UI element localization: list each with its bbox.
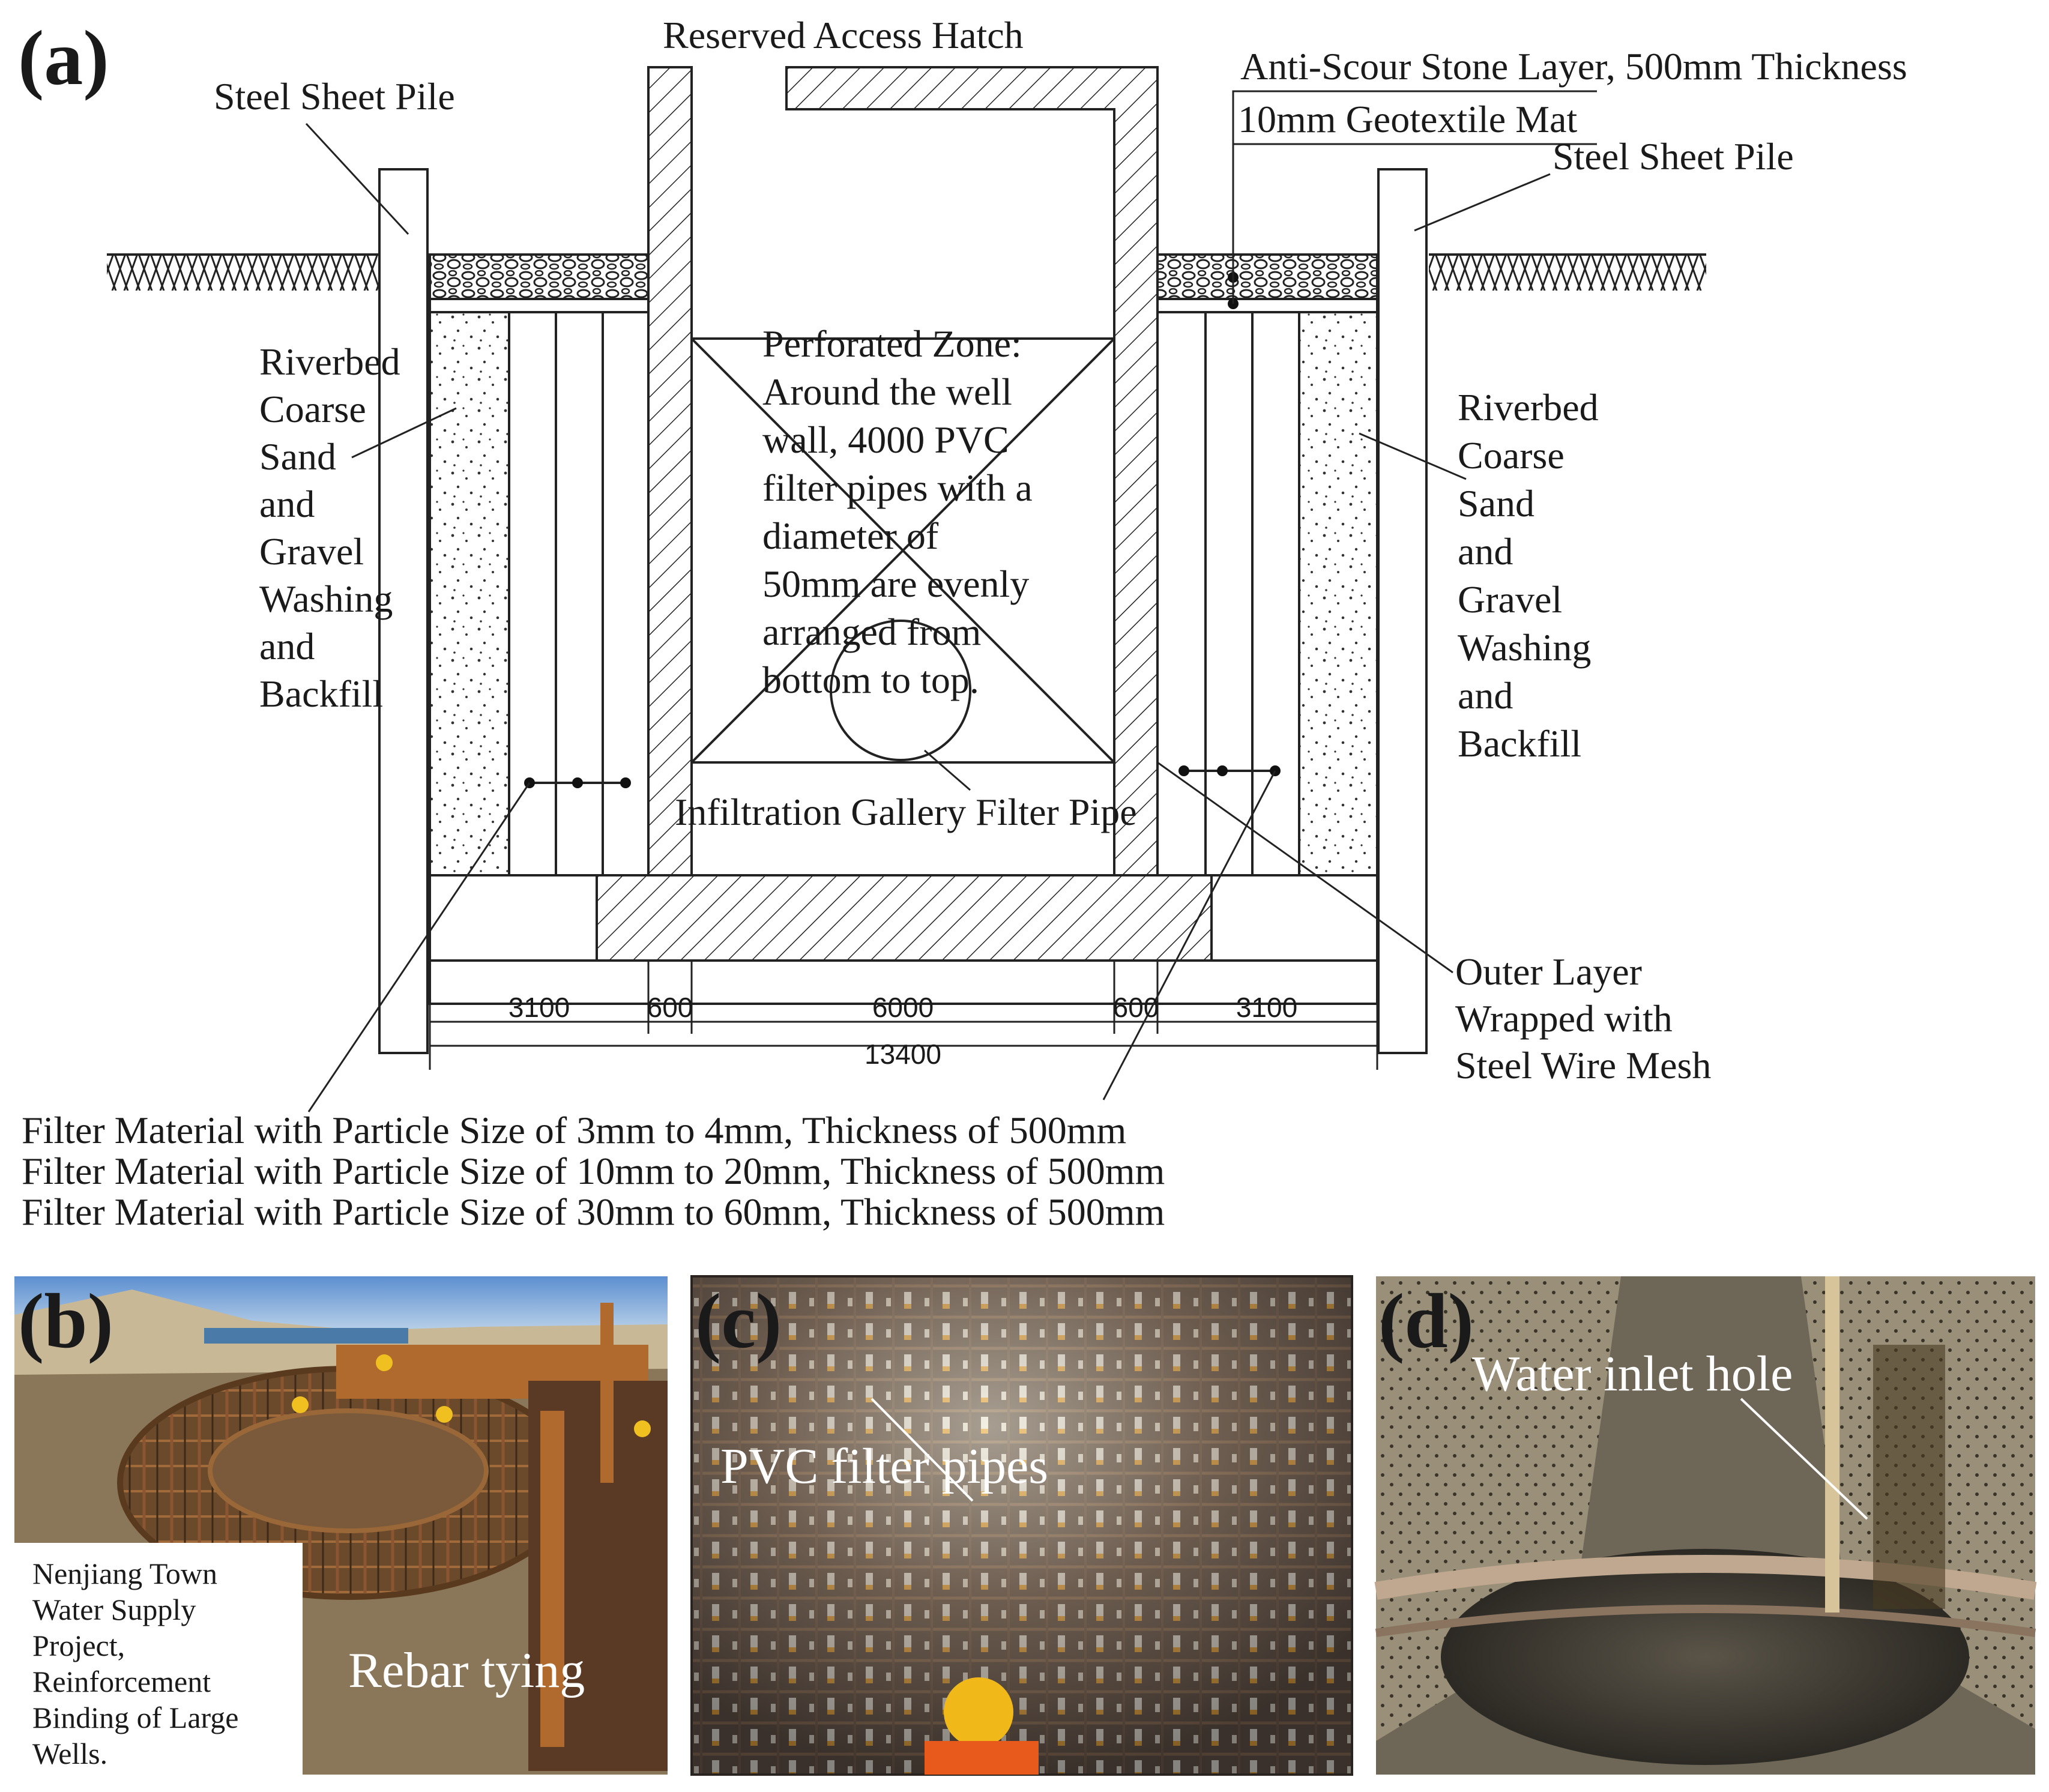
well-wall-left (647, 66, 693, 876)
anti-scour-stone-layer-left (429, 253, 650, 300)
svg-text:Wells.: Wells. (32, 1737, 107, 1770)
svg-text:and: and (1458, 530, 1513, 573)
svg-text:Water Supply: Water Supply (32, 1593, 196, 1626)
filter-material-30-60mm: Filter Material with Particle Size of 30… (22, 1190, 1165, 1233)
ground-left (107, 255, 378, 291)
svg-text:50mm are evenly: 50mm are evenly (762, 563, 1029, 605)
perforated-zone (690, 337, 1115, 764)
geotextile-mat-left (429, 298, 650, 313)
steel-sheet-pile-left (378, 168, 429, 1054)
panel-d-letter: (d) (1378, 1278, 1474, 1365)
svg-text:Binding of Large: Binding of Large (32, 1701, 238, 1734)
svg-text:Project,: Project, (32, 1629, 125, 1662)
geotextile-mat-right (1156, 298, 1378, 313)
svg-text:Steel Wire Mesh: Steel Wire Mesh (1455, 1044, 1711, 1087)
infiltration-gallery-label: Infiltration Gallery Filter Pipe (675, 791, 1137, 833)
dim-6000: 6000 (872, 992, 934, 1023)
steel-wire-mesh-label: Outer Layer Wrapped with Steel Wire Mesh (1455, 950, 1711, 1087)
hard-hat (944, 1677, 1013, 1747)
riverbed-left-label: Riverbed Coarse Sand and Gravel Washing … (259, 340, 400, 715)
svg-text:arranged from: arranged from (762, 611, 981, 653)
riverbed-right-label: Riverbed Coarse Sand and Gravel Washing … (1458, 386, 1599, 765)
dim-13400: 13400 (865, 1039, 941, 1070)
dimension-labels: 3100 600 6000 600 3100 13400 (508, 992, 1297, 1070)
ground-right (1429, 255, 1706, 291)
dimension-lines (429, 961, 1378, 1070)
svg-text:Nenjiang Town: Nenjiang Town (32, 1557, 217, 1590)
svg-text:Perforated Zone:: Perforated Zone: (762, 322, 1022, 365)
svg-text:wall, 4000 PVC: wall, 4000 PVC (762, 418, 1009, 461)
filter-material-labels: Filter Material with Particle Size of 3m… (22, 1109, 1165, 1233)
panel-b-caption: Nenjiang Town Water Supply Project, Rein… (32, 1557, 238, 1770)
riverbed-backfill-left (429, 311, 510, 876)
bottom-slab (596, 874, 1213, 962)
svg-text:Riverbed: Riverbed (1458, 386, 1599, 429)
dim-600-right: 600 (1113, 992, 1159, 1023)
svg-text:Gravel: Gravel (259, 530, 364, 573)
panel-b-letter: (b) (18, 1278, 113, 1365)
svg-text:Washing: Washing (259, 578, 393, 620)
dim-3100-left: 3100 (508, 992, 570, 1023)
svg-text:Sand: Sand (259, 435, 336, 478)
svg-text:Wrapped with: Wrapped with (1455, 997, 1673, 1040)
dim-600-left: 600 (647, 992, 693, 1023)
panel-b-caption-box (14, 1543, 303, 1775)
pvc-filter-pipes-label: PVC filter pipes (720, 1438, 1048, 1494)
svg-text:Coarse: Coarse (1458, 434, 1565, 477)
reserved-access-hatch-label: Reserved Access Hatch (663, 14, 1024, 56)
svg-text:Backfill: Backfill (259, 672, 383, 715)
panel-d: (d) Water inlet hole (1374, 1276, 2037, 1775)
svg-text:Riverbed: Riverbed (259, 340, 400, 383)
filter-layers-right (1156, 311, 1300, 876)
svg-text:Reinforcement: Reinforcement (32, 1665, 211, 1698)
svg-text:and: and (1458, 674, 1513, 717)
svg-text:and: and (259, 625, 315, 668)
svg-text:Outer Layer: Outer Layer (1455, 950, 1642, 993)
infiltration-gallery-filter-pipe (830, 620, 971, 761)
svg-text:bottom to top.: bottom to top. (762, 659, 979, 701)
anti-scour-stone-layer-right (1156, 253, 1378, 300)
panel-c: (c) PVC filter pipes (690, 1275, 1353, 1776)
svg-text:and: and (259, 483, 315, 525)
svg-text:Backfill: Backfill (1458, 722, 1581, 765)
steel-wire-mesh-markers (524, 272, 1281, 788)
svg-text:Around the well: Around the well (762, 370, 1012, 413)
water-inlet-hole-label: Water inlet hole (1472, 1346, 1793, 1402)
filter-layers-left (508, 311, 650, 876)
svg-text:filter pipes with a: filter pipes with a (762, 466, 1033, 509)
svg-text:diameter of: diameter of (762, 514, 939, 557)
svg-text:Washing: Washing (1458, 626, 1591, 669)
svg-text:Gravel: Gravel (1458, 578, 1562, 621)
perforated-zone-label: Perforated Zone: Around the well wall, 4… (762, 322, 1033, 701)
steel-sheet-pile-right-label: Steel Sheet Pile (1553, 135, 1794, 178)
dim-3100-right: 3100 (1236, 992, 1297, 1023)
panel-a: (a) (18, 14, 1907, 1233)
panel-c-letter: (c) (695, 1278, 782, 1365)
panel-a-letter: (a) (18, 15, 109, 101)
steel-sheet-pile-right (1377, 168, 1428, 1054)
rebar-tying-label: Rebar tying (348, 1643, 585, 1698)
filter-material-3-4mm: Filter Material with Particle Size of 3m… (22, 1109, 1126, 1151)
filter-material-10-20mm: Filter Material with Particle Size of 10… (22, 1150, 1165, 1192)
svg-text:Coarse: Coarse (259, 388, 366, 430)
geotextile-mat-label: 10mm Geotextile Mat (1238, 98, 1577, 140)
steel-sheet-pile-left-label: Steel Sheet Pile (214, 75, 455, 118)
riverbed-backfill-right (1298, 311, 1378, 876)
panel-b: (b) Rebar tying Nenjiang Town Water Supp… (14, 1276, 668, 1775)
anti-scour-stone-layer-label: Anti-Scour Stone Layer, 500mm Thickness (1240, 45, 1907, 88)
svg-text:Sand: Sand (1458, 482, 1534, 525)
